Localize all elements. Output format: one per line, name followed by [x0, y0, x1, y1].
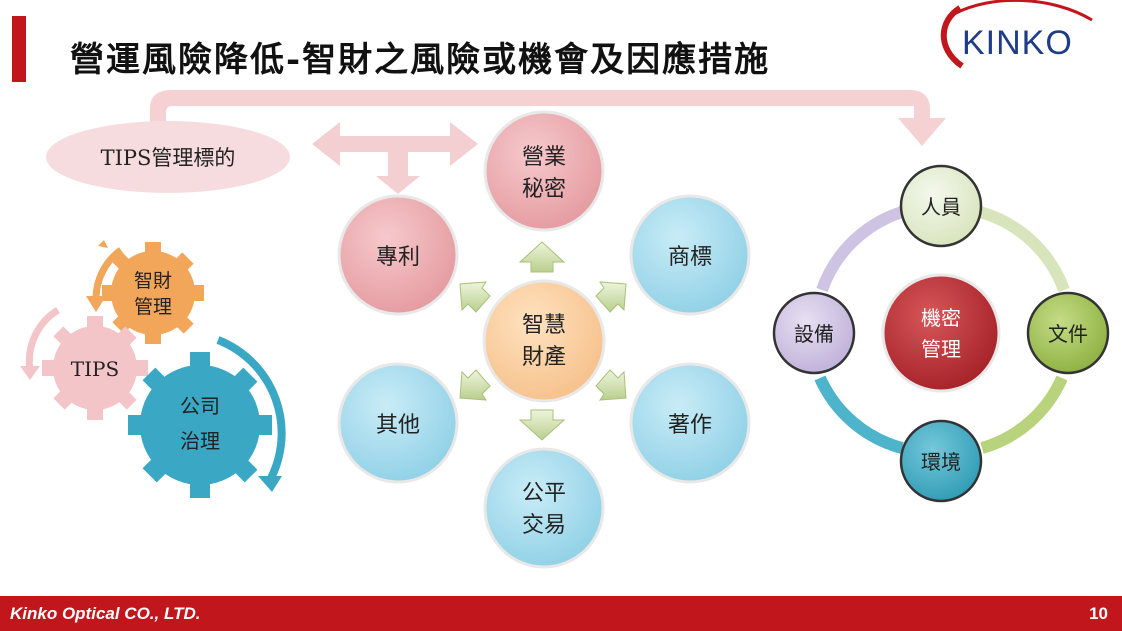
node-personnel — [899, 164, 983, 248]
page-number: 10 — [1089, 604, 1108, 623]
gear-tips-icon — [20, 307, 148, 420]
arrow-up-icon — [518, 241, 566, 273]
logo-text: KINKO — [962, 24, 1073, 62]
slide-title: 營運風險降低-智財之風險或機會及因應措施 — [70, 40, 771, 80]
arrow-upper-right-icon — [595, 281, 627, 313]
gear-ip-management-icon — [86, 240, 204, 344]
node-copyright — [629, 362, 751, 484]
gear-ip-management-line2: 管理 — [134, 296, 172, 318]
kinko-logo-swoosh — [940, 0, 1093, 69]
double-arrow — [312, 122, 478, 194]
node-copyright-label: 著作 — [668, 413, 712, 438]
arrow-down-icon — [518, 409, 566, 441]
arrow-lower-right-icon — [595, 369, 627, 401]
node-equipment-label: 設備 — [794, 322, 834, 346]
node-environment-label: 環境 — [921, 450, 961, 474]
node-trade-secret-line1: 營業 — [522, 145, 566, 170]
footer-company: Kinko Optical CO., LTD. — [10, 604, 201, 623]
node-ip-center-line1: 智慧 — [522, 313, 566, 338]
node-documents — [1026, 291, 1110, 375]
node-ip-center — [482, 279, 606, 403]
node-patent — [337, 194, 459, 316]
arrow-upper-left-icon — [459, 281, 491, 313]
node-confidential-line1: 機密 — [921, 306, 961, 330]
arrow-lower-left-icon — [459, 369, 491, 401]
gear-tips-label: TIPS — [71, 357, 119, 381]
tips-target-label: TIPS管理標的 — [101, 146, 236, 170]
node-documents-label: 文件 — [1048, 322, 1088, 346]
node-trademark-label: 商標 — [668, 245, 712, 270]
ip-risk-diagram: TIPS管理標的 智財 管理 TIPS — [20, 90, 1110, 569]
footer-bar: Kinko Optical CO., LTD. 10 — [0, 596, 1122, 631]
node-fair-trade-line1: 公平 — [522, 481, 566, 506]
ring-arc-teal — [814, 375, 904, 454]
node-personnel-label: 人員 — [921, 195, 961, 219]
ring-arc-green — [978, 206, 1070, 293]
node-fair-trade-line2: 交易 — [522, 513, 566, 538]
ring-arc-purple — [816, 206, 904, 293]
node-equipment — [772, 291, 856, 375]
node-environment — [899, 419, 983, 503]
gear-governance-line1: 公司 — [180, 394, 220, 418]
tips-target-ellipse — [46, 121, 290, 193]
title-accent-bar — [12, 16, 26, 82]
node-confidential-management — [881, 273, 1001, 393]
node-patent-label: 專利 — [376, 245, 420, 270]
gear-ip-management-line1: 智財 — [134, 270, 172, 292]
node-trademark — [629, 194, 751, 316]
node-confidential-line2: 管理 — [921, 337, 961, 361]
ring-arc-lightgreen — [980, 375, 1068, 454]
node-other-label: 其他 — [376, 413, 420, 438]
gear-corporate-governance-icon — [128, 336, 286, 498]
node-trade-secret — [483, 110, 605, 232]
node-other — [337, 362, 459, 484]
top-connector-arrow — [150, 90, 946, 146]
node-fair-trade — [483, 447, 605, 569]
node-ip-center-line2: 財產 — [522, 345, 566, 370]
node-trade-secret-line2: 秘密 — [522, 177, 566, 202]
gear-governance-line2: 治理 — [180, 429, 220, 453]
